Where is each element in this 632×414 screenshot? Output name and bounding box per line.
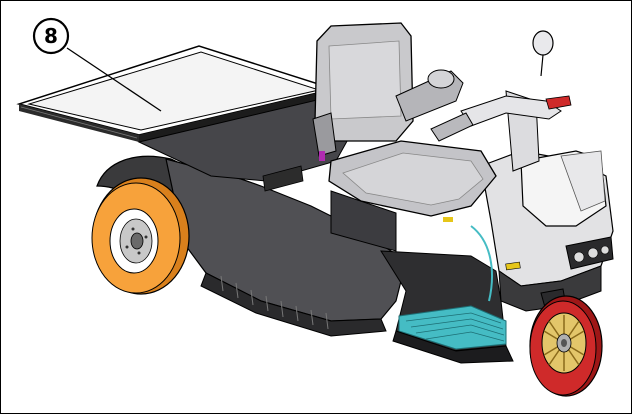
callout-leader-line — [66, 47, 162, 112]
callout-label: 8 — [44, 24, 58, 48]
rear-wheel — [91, 177, 190, 295]
callout-circle — [32, 17, 70, 55]
callout-8: 8 — [32, 17, 162, 112]
seat — [312, 22, 497, 222]
flatbed-platform — [16, 45, 337, 142]
front-wheel — [529, 288, 603, 397]
